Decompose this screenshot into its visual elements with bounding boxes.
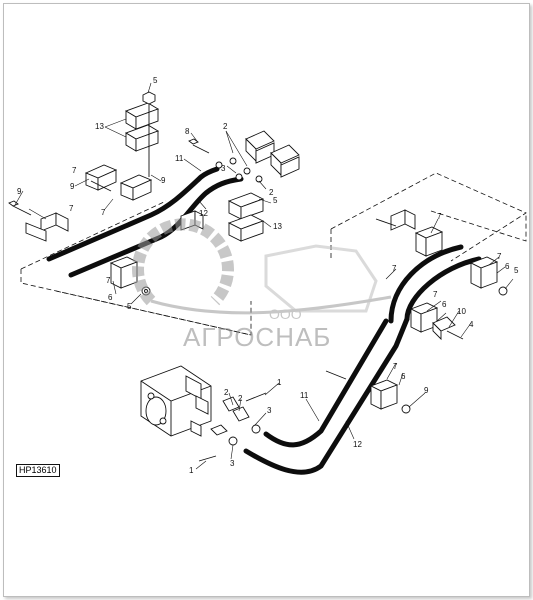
callout-2-lower-a: 2 <box>224 388 229 397</box>
hose-left-11 <box>46 166 220 262</box>
callout-7-left-c: 7 <box>69 204 74 213</box>
figure-id-tag: HP13610 <box>16 464 60 477</box>
callout-9-left-a: 9 <box>17 187 22 196</box>
callout-1-top: 1 <box>277 378 282 387</box>
clamp-right-mid-10 <box>409 302 464 341</box>
diagram-frame: 5 13 8 11 9 2 3 2 5 13 12 9 9 7 7 7 7 6 … <box>3 3 530 597</box>
callout-13-top: 13 <box>95 122 104 131</box>
callout-8: 8 <box>185 127 190 136</box>
callout-7-right-e: 7 <box>393 362 398 371</box>
bolt-8 <box>188 138 210 154</box>
fitting-lower-2-3 <box>198 392 267 462</box>
callout-2-lower-b: 2 <box>238 394 243 403</box>
hose-lower-12 <box>243 316 410 475</box>
callout-7-left-a: 7 <box>72 166 77 175</box>
callout-5-top: 5 <box>153 76 158 85</box>
callout-3-lower-a: 3 <box>267 406 272 415</box>
clamp-center-13 <box>180 192 265 242</box>
callout-13-center: 13 <box>273 222 282 231</box>
callout-9-left-b: 9 <box>70 182 75 191</box>
clamp-left-lower-6 <box>109 256 151 296</box>
callout-7-right-top: 7 <box>437 212 442 221</box>
hydraulic-pump <box>140 365 212 437</box>
callout-6-right-low: 6 <box>401 372 406 381</box>
clamp-right-top-7 <box>375 209 444 257</box>
callout-5-right: 5 <box>514 266 519 275</box>
callout-6-left: 6 <box>108 293 113 302</box>
fitting-top-2 <box>215 130 300 183</box>
callout-7-left-d: 7 <box>106 276 111 285</box>
hose-lower-11 <box>263 318 389 448</box>
assembly-outline-right <box>330 172 527 262</box>
watermark-small-text: ООО <box>269 306 302 322</box>
callout-1-bottom: 1 <box>189 466 194 475</box>
callout-labels: 5 13 8 11 9 2 3 2 5 13 12 9 9 7 7 7 7 6 … <box>17 76 519 475</box>
callout-9-top: 9 <box>161 176 166 185</box>
callout-7-right-c: 7 <box>497 252 502 261</box>
hose-right-upper <box>388 244 482 324</box>
watermark-logo: ООО АГРОСНАБ <box>132 218 392 352</box>
callout-3-lower-b: 3 <box>230 459 235 468</box>
assembly-outline-left <box>20 200 252 336</box>
exploded-parts-diagram: 5 13 8 11 9 2 3 2 5 13 12 9 9 7 7 7 7 6 … <box>8 76 527 475</box>
callout-2-top-b: 2 <box>269 188 274 197</box>
callout-3-top: 3 <box>221 164 226 173</box>
callout-5-left: 5 <box>127 302 132 311</box>
callout-10: 10 <box>457 307 466 316</box>
callout-7-left-b: 7 <box>101 208 106 217</box>
callout-leaders <box>14 82 514 470</box>
callout-7-right-d: 7 <box>433 290 438 299</box>
callout-9-right: 9 <box>424 386 429 395</box>
bolt-9-left <box>8 180 112 216</box>
callout-2-top-a: 2 <box>223 122 228 131</box>
callout-12-top: 12 <box>199 209 208 218</box>
callout-4: 4 <box>469 320 474 329</box>
callout-11-top: 11 <box>175 154 184 163</box>
clamp-left-7 <box>25 212 69 242</box>
clamp-left-top <box>84 164 153 201</box>
callout-5-center: 5 <box>273 196 278 205</box>
callout-11-lower: 11 <box>300 391 309 400</box>
callout-12-lower: 12 <box>353 440 362 449</box>
callout-6-right: 6 <box>505 262 510 271</box>
clamp-lower-7-6 <box>325 370 411 414</box>
callout-6-right-mid: 6 <box>442 300 447 309</box>
clamp-top-13 <box>124 91 160 177</box>
clamp-right-6-5 <box>469 256 508 296</box>
watermark-big-text: АГРОСНАБ <box>183 322 331 352</box>
hose-left-12 <box>68 176 244 278</box>
callout-7-right-b: 7 <box>392 264 397 273</box>
